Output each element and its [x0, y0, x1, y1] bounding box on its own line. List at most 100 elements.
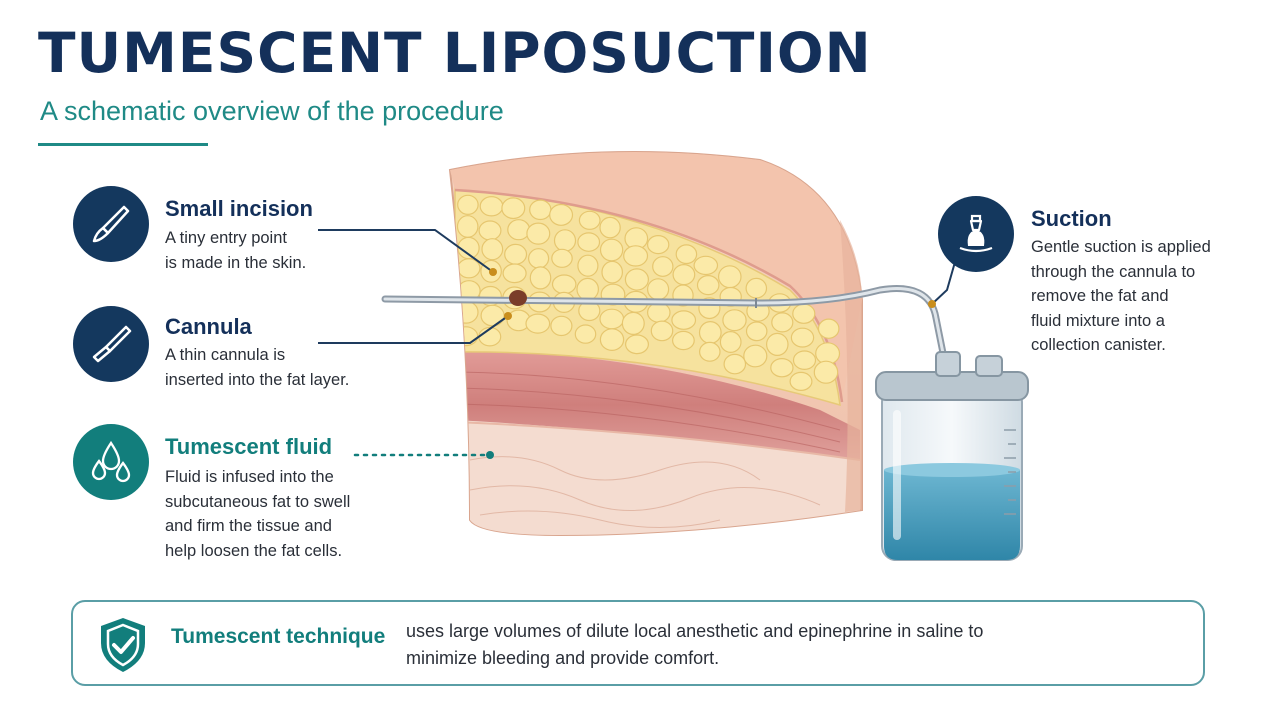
fat-cell: [599, 328, 625, 352]
fat-cell: [480, 304, 505, 327]
fat-cell: [675, 244, 698, 265]
fat-cell: [719, 331, 742, 354]
technique-heading: Tumescent technique: [171, 625, 386, 648]
fat-cell: [792, 350, 817, 370]
fat-cell: [478, 326, 502, 347]
fat-cell: [745, 277, 768, 299]
fat-cell: [652, 256, 674, 277]
fat-cell: [456, 215, 479, 238]
fat-cell: [578, 210, 601, 230]
fat-cell: [624, 268, 650, 291]
fat-cell: [599, 216, 621, 239]
fat-cell: [601, 260, 623, 284]
fat-cell: [479, 196, 504, 217]
fluid-description: Fluid is infused into the subcutaneous f…: [165, 465, 350, 563]
fat-cell: [526, 222, 551, 245]
fat-cell: [646, 278, 670, 301]
fat-cell: [693, 255, 719, 276]
fluid-line-1: Fluid is infused into the: [165, 468, 334, 486]
fat-cell: [792, 303, 816, 324]
fat-cell: [650, 320, 674, 342]
tissue-block: [448, 151, 863, 537]
tissue-cross-section-diagram: [318, 151, 1029, 561]
fat-cell: [504, 243, 528, 265]
fat-cell: [621, 311, 645, 335]
shield-check-icon: [101, 618, 145, 672]
fat-cell: [551, 248, 573, 268]
suction-line-3: remove the fat and: [1031, 287, 1169, 305]
fat-cell: [698, 321, 722, 345]
technique-description: uses large volumes of dilute local anest…: [406, 618, 983, 672]
fat-cell: [550, 315, 573, 337]
fat-cell: [527, 248, 550, 269]
fat-cell: [817, 318, 840, 339]
fat-cell: [672, 330, 695, 351]
fat-cell: [745, 321, 768, 342]
technique-line-1: uses large volumes of dilute local anest…: [406, 621, 984, 641]
fat-cell: [525, 313, 551, 334]
fat-cell: [717, 265, 742, 289]
fat-cell: [623, 245, 649, 267]
fat-cell: [698, 341, 721, 362]
cannula-heading: Cannula: [165, 314, 252, 339]
fat-cell: [722, 309, 747, 332]
incision-line-1: A tiny entry point: [165, 229, 287, 247]
fat-cell: [501, 197, 526, 220]
incision-point: [509, 290, 527, 306]
fat-cell: [574, 324, 597, 344]
fat-cell: [599, 308, 625, 330]
fat-cell: [457, 258, 481, 279]
leader-lines: [318, 229, 956, 459]
fluid-line-2: subcutaneous fat to swell: [165, 492, 351, 511]
cannula-line-1: A thin cannula is: [165, 346, 286, 364]
fat-cell: [577, 254, 599, 277]
title-underline: [38, 143, 208, 146]
fat-cell: [549, 203, 574, 226]
fat-cell: [507, 219, 531, 241]
fat-cell: [723, 353, 747, 375]
suction-line-1: Gentle suction is applied: [1031, 238, 1211, 256]
fat-cell: [671, 310, 697, 330]
fat-cell: [577, 232, 601, 252]
fluid-line-3: and firm the tissue and: [165, 517, 332, 535]
droplets-icon: [73, 424, 149, 500]
fat-cell: [457, 194, 479, 215]
suction-line-4: fluid mixture into a: [1031, 311, 1165, 330]
fat-cell: [696, 275, 720, 296]
collection-canister: [875, 351, 1029, 561]
fat-cells: [453, 194, 841, 391]
suction-heading: Suction: [1031, 206, 1112, 231]
suction-line-2: through the cannula to: [1031, 262, 1196, 281]
fat-cell: [529, 266, 552, 290]
fat-cell: [646, 302, 671, 323]
fat-cell: [502, 263, 527, 284]
fat-cell: [771, 312, 794, 333]
cannula-icon: [73, 306, 149, 382]
technique-summary-box: Tumescent technique uses large volumes o…: [71, 600, 1205, 686]
fat-cell: [553, 229, 577, 252]
fat-cell: [647, 235, 670, 255]
fat-cell: [529, 199, 552, 221]
fat-cell: [551, 274, 577, 295]
technique-line-2: minimize bleeding and provide comfort.: [406, 648, 720, 668]
fluid-heading: Tumescent fluid: [165, 434, 333, 459]
fat-cell: [790, 327, 815, 348]
fat-cell: [813, 360, 839, 384]
fat-cell: [770, 358, 794, 378]
fat-cell: [789, 371, 813, 391]
fat-cell: [576, 277, 599, 301]
fat-cell: [599, 238, 624, 262]
suction-description: Gentle suction is applied through the ca…: [1031, 235, 1211, 358]
page-subtitle: A schematic overview of the procedure: [40, 96, 504, 126]
incision-description: A tiny entry point is made in the skin.: [165, 226, 306, 275]
suction-pump-icon: [938, 196, 1014, 272]
fat-cell: [453, 300, 479, 324]
fat-cell: [672, 264, 696, 286]
page-title: TUMESCENT LIPOSUCTION: [38, 21, 872, 85]
fat-cell: [478, 220, 502, 241]
fluid-line-4: help loosen the fat cells.: [165, 541, 343, 560]
suction-line-5: collection canister.: [1031, 336, 1166, 354]
incision-heading: Small incision: [165, 196, 313, 221]
fat-cell: [765, 332, 789, 356]
incision-line-2: is made in the skin.: [165, 253, 307, 272]
